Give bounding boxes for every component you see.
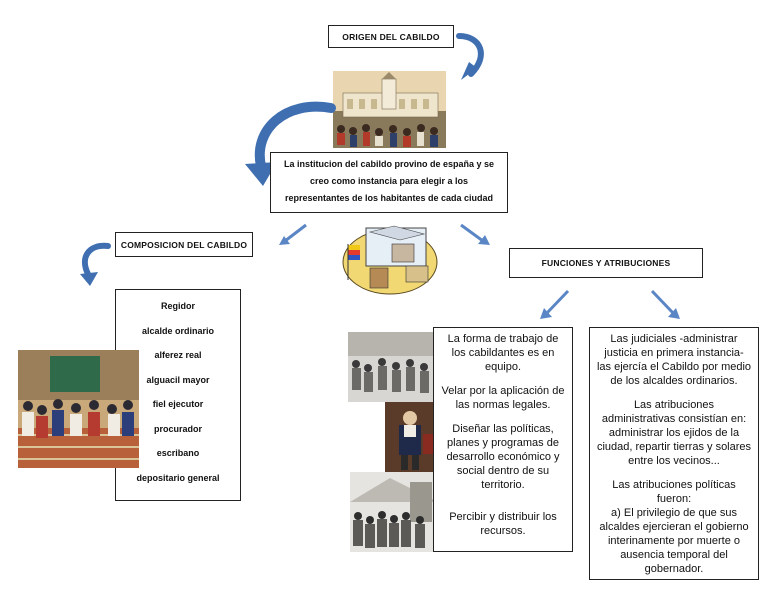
historical-image-3: [350, 472, 438, 552]
function-item: Las atribuciones políticas fueron: a) El…: [599, 479, 749, 575]
list-item: alcalde ordinario: [141, 325, 215, 336]
curved-arrow-icon: [245, 101, 336, 186]
functions-title: FUNCIONES Y ATRIBUCIONES: [541, 258, 671, 268]
list-item: alguacil mayor: [146, 374, 210, 385]
curved-arrow-icon: [80, 242, 111, 286]
list-item: depositario general: [136, 472, 220, 483]
composition-title: COMPOSICION DEL CABILDO: [120, 239, 248, 250]
list-item: procurador: [153, 423, 202, 434]
list-item: alferez real: [154, 350, 202, 360]
arrow-down-right-icon: [460, 223, 490, 245]
arrow-down-left-icon: [540, 289, 570, 319]
center-emblem-image: [340, 222, 440, 297]
list-item: escribano: [156, 448, 200, 458]
functions-title-box: FUNCIONES Y ATRIBUCIONES: [509, 248, 703, 278]
function-item: Velar por la aplicación de las normas le…: [441, 385, 565, 411]
arrow-down-right-icon: [650, 289, 680, 319]
historical-image-1: [348, 332, 433, 402]
function-item: La forma de trabajo de los cabildantes e…: [447, 333, 559, 373]
historical-image-2: [385, 402, 435, 472]
function-item: Las judiciales -administrar justicia en …: [596, 333, 752, 387]
intro-text: La institucion del cabildo provino de es…: [283, 159, 495, 203]
function-item: Las atribuciones administrativas consist…: [596, 399, 752, 467]
functions-right-box: Las judiciales -administrar justicia en …: [589, 327, 759, 580]
cabildo-meeting-painting: [18, 350, 139, 468]
arrow-down-left-icon: [279, 223, 307, 245]
title-box: ORIGEN DEL CABILDO: [328, 25, 454, 48]
composition-title-box: COMPOSICION DEL CABILDO: [115, 232, 253, 257]
title-text: ORIGEN DEL CABILDO: [342, 31, 440, 42]
curved-arrow-icon: [456, 33, 484, 80]
functions-left-box: La forma de trabajo de los cabildantes e…: [433, 327, 573, 552]
list-item: fiel ejecutor: [152, 399, 204, 409]
intro-box: La institucion del cabildo provino de es…: [270, 152, 508, 213]
function-item: Diseñar las políticas, planes y programa…: [446, 423, 560, 491]
list-item: Regidor: [160, 301, 195, 311]
function-item: Percibir y distribuir los recursos.: [449, 511, 557, 537]
cabildo-painting: [333, 71, 446, 148]
